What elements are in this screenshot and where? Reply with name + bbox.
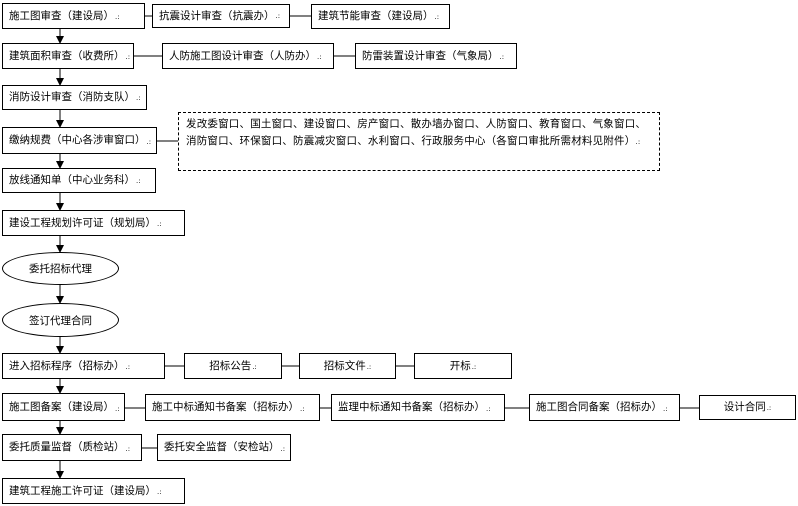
node-civil-defense-review: 人防施工图设计审查（人防办）.: bbox=[162, 43, 334, 69]
node-quality-supervision: 委托质量监督（质检站）.: bbox=[2, 434, 142, 461]
node-fire-design-review: 消防设计审查（消防支队）.: bbox=[2, 85, 147, 110]
node-drawing-filing: 施工图备案（建设局）.: bbox=[2, 393, 125, 421]
node-design-contract: 设计合同.: bbox=[699, 395, 796, 420]
node-building-area-review: 建筑面积审查（收费所）.: bbox=[2, 43, 134, 69]
node-contract-filing: 施工图合同备案（招标办）.: bbox=[529, 394, 680, 421]
node-construction-permit: 建筑工程施工许可证（建设局）.: bbox=[2, 478, 185, 504]
node-safety-supervision: 委托安全监督（安检站）.: bbox=[157, 434, 291, 461]
node-construction-award-filing: 施工中标通知书备案（招标办）.: bbox=[145, 394, 320, 421]
node-construction-drawing-review: 施工图审查（建设局）.: bbox=[2, 3, 145, 29]
node-planning-permit: 建设工程规划许可证（规划局）.: bbox=[2, 210, 185, 236]
node-setout-notice: 放线通知单（中心业务科）.: bbox=[2, 168, 156, 193]
node-energy-saving-review: 建筑节能审查（建设局）.: bbox=[311, 4, 450, 29]
node-bid-opening: 开标.: bbox=[414, 353, 512, 379]
node-enter-bidding: 进入招标程序（招标办）.: bbox=[2, 353, 165, 379]
node-bid-announcement: 招标公告.: bbox=[184, 353, 282, 379]
node-seismic-design-review: 抗震设计审查（抗震办）.: bbox=[152, 4, 290, 28]
node-bid-documents: 招标文件.: bbox=[299, 353, 396, 379]
node-pay-fees: 缴纳规费（中心各涉审窗口）.: bbox=[2, 127, 157, 154]
node-supervision-award-filing: 监理中标通知书备案（招标办）.: bbox=[331, 394, 505, 421]
windows-note: 发改委窗口、国土窗口、建设窗口、房产窗口、散办墙办窗口、人防窗口、教育窗口、气象… bbox=[178, 112, 660, 171]
node-entrust-bidding-agent: 委托招标代理 bbox=[2, 252, 119, 285]
node-sign-agency-contract: 签订代理合同 bbox=[2, 303, 119, 337]
node-lightning-protection-review: 防雷装置设计审查（气象局）.: bbox=[355, 43, 517, 69]
